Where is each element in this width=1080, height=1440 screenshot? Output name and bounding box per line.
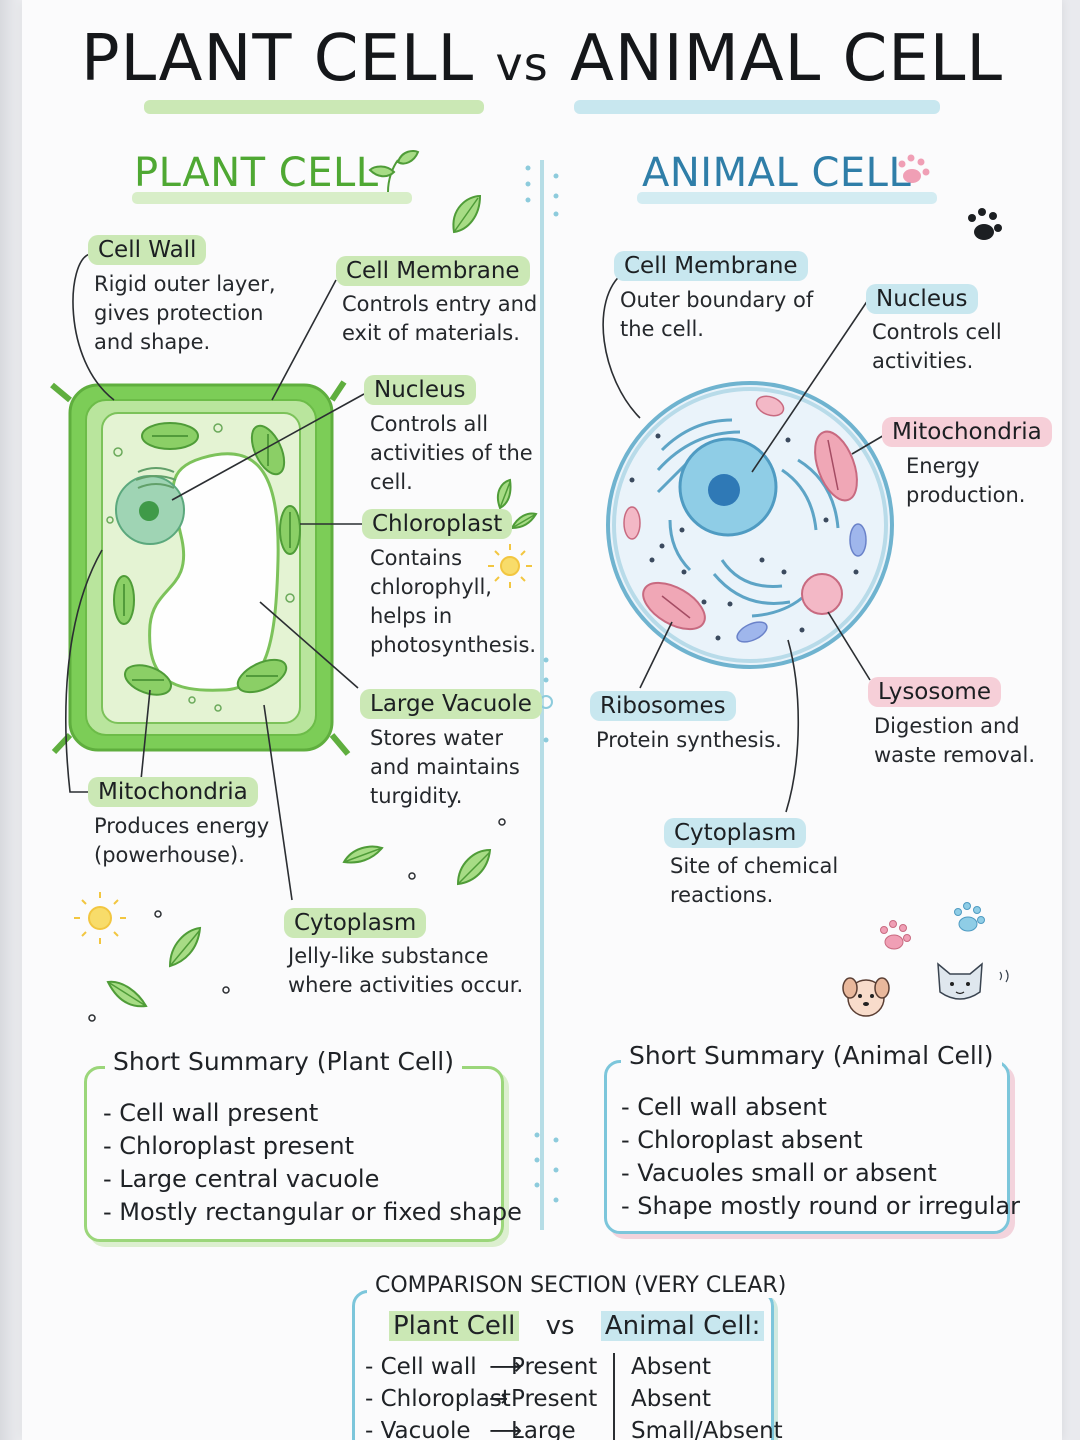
row-animal-value: Absent <box>631 1386 712 1412</box>
label-animal-mitochondria: Mitochondria <box>882 417 1052 447</box>
comparison-title: COMPARISON SECTION (VERY CLEAR) <box>367 1273 795 1298</box>
list-item: - Cell wall absent <box>621 1093 827 1121</box>
row-feature: - Vacuole <box>365 1418 471 1440</box>
list-item: - Vacuoles small or absent <box>621 1159 937 1187</box>
plant-leader-lines <box>65 253 365 901</box>
animal-heading: ANIMAL CELL <box>642 150 912 196</box>
plant-heading: PLANT CELL <box>134 150 379 196</box>
label-animal-cytoplasm: Cytoplasm <box>664 818 807 848</box>
row-plant-value: Large <box>511 1418 576 1440</box>
decor-dots <box>88 818 506 1022</box>
label-large-vacuole: Large Vacuole <box>360 689 542 719</box>
label-animal-cell-membrane: Cell Membrane <box>614 251 808 281</box>
title-underline-blue <box>574 100 940 114</box>
row-feature: - Cell wall <box>365 1354 477 1380</box>
plant-cell-diagram <box>50 380 351 756</box>
plant-summary-list: - Cell wall present - Chloroplast presen… <box>103 1097 522 1229</box>
comparison-header-vs: vs <box>545 1311 575 1341</box>
comparison-box: COMPARISON SECTION (VERY CLEAR) Plant Ce… <box>352 1273 795 1440</box>
list-item: - Shape mostly round or irregular <box>621 1192 1020 1220</box>
dog-icon <box>842 977 890 1017</box>
desc-ribosomes: Protein synthesis. <box>596 728 782 752</box>
title-vs: vs <box>495 37 549 91</box>
label-animal-nucleus: Nucleus <box>866 284 978 314</box>
sprout-icon <box>368 150 420 193</box>
animal-summary-title: Short Summary (Animal Cell) <box>621 1041 1002 1070</box>
sun-icon <box>74 892 126 944</box>
plant-summary-title: Short Summary (Plant Cell) <box>105 1047 462 1076</box>
label-chloroplast: Chloroplast <box>362 509 513 539</box>
divider-dots <box>525 165 559 1203</box>
row-plant-value: Present <box>511 1386 598 1412</box>
animal-cell-diagram <box>606 381 894 669</box>
label-plant-cytoplasm: Cytoplasm <box>284 908 427 938</box>
label-plant-mitochondria: Mitochondria <box>88 777 258 807</box>
plant-golgi <box>135 467 177 489</box>
desc-plant-mitochondria: Produces energy(powerhouse). <box>94 814 270 867</box>
comparison-header-animal: Animal Cell: <box>600 1311 765 1341</box>
paw-icon <box>880 920 911 950</box>
row-animal-value: Small/Absent <box>631 1418 783 1440</box>
paw-icon <box>968 208 1002 240</box>
animal-summary-box: Short Summary (Animal Cell) - Cell wall … <box>604 1041 1020 1234</box>
plant-small-organelles <box>106 423 295 712</box>
plant-nucleolus <box>139 501 159 521</box>
paw-icon <box>954 902 985 932</box>
title-plant-cell: PLANT CELL <box>80 22 475 96</box>
list-item: - Chloroplast absent <box>621 1126 863 1154</box>
label-cell-wall: Cell Wall <box>88 235 207 265</box>
row-animal-value: Absent <box>631 1354 712 1380</box>
plant-summary-box: Short Summary (Plant Cell) - Cell wall p… <box>84 1047 522 1242</box>
notebook-page: PLANT CELL vs ANIMAL CELL <box>22 0 1062 1440</box>
row-feature: - Chloroplast <box>365 1386 511 1412</box>
animal-heading-underline <box>637 192 937 204</box>
title-underline-green <box>144 100 484 114</box>
list-item: - Chloroplast present <box>103 1132 355 1160</box>
animal-leader-lines <box>602 271 887 813</box>
comparison-divider <box>613 1353 615 1440</box>
comparison-header: Plant Cell vs Animal Cell: <box>389 1311 765 1341</box>
illustration-layer <box>50 100 1009 1230</box>
comparison-header-plant: Plant Cell <box>389 1311 520 1341</box>
row-plant-value: Present <box>511 1354 598 1380</box>
animal-er <box>656 418 840 618</box>
animal-ribosomes <box>629 433 859 641</box>
list-item: - Cell wall present <box>103 1099 319 1127</box>
list-item: - Large central vacuole <box>103 1165 380 1193</box>
animal-lysosome <box>801 573 843 615</box>
label-plant-cell-membrane: Cell Membrane <box>336 256 530 286</box>
animal-nucleolus <box>708 474 740 506</box>
list-item: - Mostly rectangular or fixed shape <box>103 1198 522 1226</box>
label-plant-nucleus: Nucleus <box>364 375 476 405</box>
plant-heading-underline <box>132 192 412 204</box>
page-edge <box>0 0 22 1440</box>
paw-icon <box>898 154 930 183</box>
sun-icon <box>488 544 532 588</box>
title-animal-cell: ANIMAL CELL <box>570 22 1004 96</box>
animal-summary-list: - Cell wall absent - Chloroplast absent … <box>621 1091 1020 1223</box>
label-lysosome: Lysosome <box>868 677 1001 707</box>
page-title: PLANT CELL vs ANIMAL CELL <box>22 22 1062 96</box>
label-ribosomes: Ribosomes <box>590 691 736 721</box>
cat-icon <box>937 962 1009 1000</box>
